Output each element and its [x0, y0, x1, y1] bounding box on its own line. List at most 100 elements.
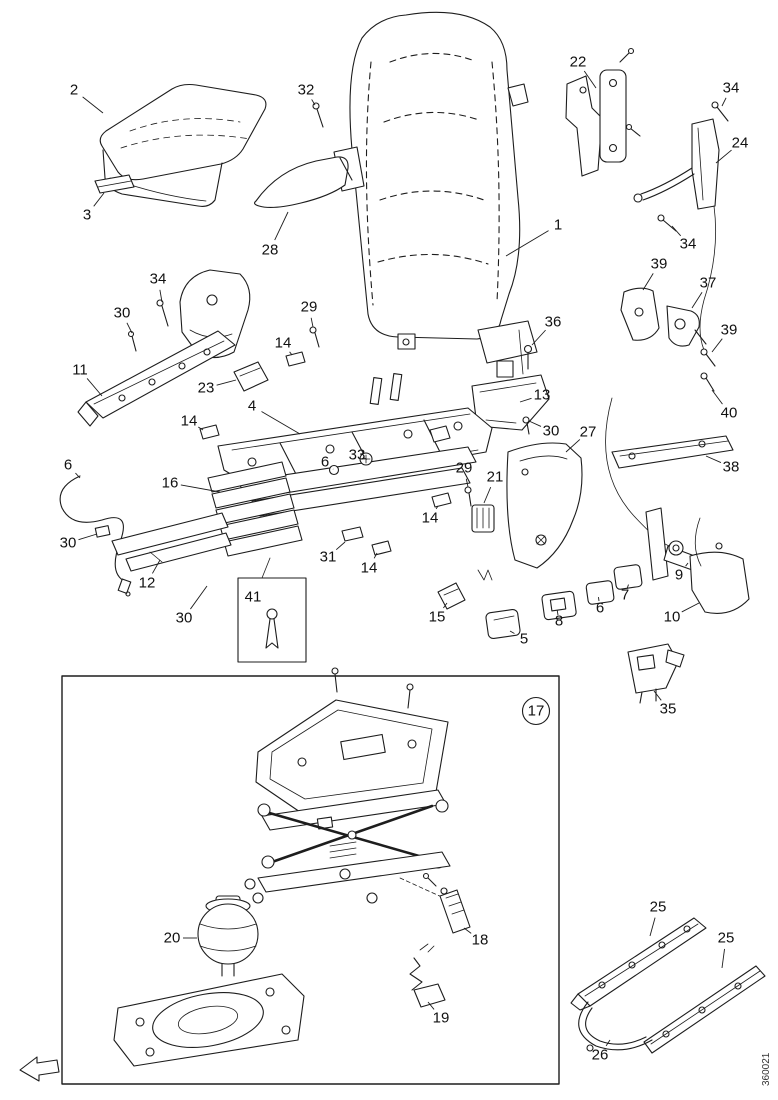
callout-label: 34: [680, 236, 697, 253]
callout-leader-line: [126, 322, 133, 334]
callout-leader-line: [519, 397, 532, 403]
small-plates-part: [341, 486, 495, 556]
callout-label: 27: [580, 424, 597, 441]
callout-label: 6: [596, 600, 604, 617]
callout-leader-line: [82, 96, 104, 114]
callout-label: 20: [164, 930, 181, 947]
callout-leader-line: [671, 225, 682, 237]
callout-leader-line: [310, 317, 314, 328]
callout-leader-line: [642, 273, 654, 291]
callout-leader-line: [216, 379, 237, 386]
callout-label: 28: [262, 242, 279, 259]
callout-leader-line: [86, 378, 103, 397]
callout-leader-line: [681, 602, 700, 613]
callout-leader-line: [427, 1001, 435, 1010]
scissor-linkage: [244, 789, 451, 904]
callout-leader-line: [152, 559, 161, 574]
recliner-lever-part: [620, 287, 707, 347]
callout-label: 12: [139, 575, 156, 592]
callout-label: 35: [660, 701, 677, 718]
flat-bracket-part: [611, 435, 734, 469]
callout-label: 24: [732, 135, 749, 152]
callout-label: 4: [248, 398, 256, 415]
callout-leader-line: [93, 192, 105, 207]
callout-leader-line: [565, 439, 581, 453]
callout-leader-line: [705, 455, 722, 463]
callout-label: 9: [675, 567, 683, 584]
callout-label: 11: [72, 362, 88, 379]
callout-label: 22: [570, 54, 587, 71]
control-knobs-part: [437, 564, 643, 640]
callout-leader-line: [261, 411, 301, 435]
callout-leader-line: [373, 552, 378, 559]
callout-leader-line: [531, 329, 546, 346]
suspension-upper-frame: [255, 667, 449, 813]
bowden-cable-part: [59, 475, 132, 597]
switch-part: [627, 643, 685, 704]
callout-label: 16: [162, 475, 179, 492]
callout-label: 1: [554, 217, 562, 234]
belt-bracket-part: [633, 101, 729, 392]
air-spring-part: [197, 895, 259, 977]
recline-straps-part: [565, 47, 641, 177]
seat-frame-part: [217, 373, 493, 517]
callout-leader-line: [685, 562, 689, 567]
callout-label: 30: [114, 305, 131, 322]
callout-leader-line: [435, 505, 439, 510]
callout-leader-line: [626, 584, 629, 590]
callout-leader-line: [583, 70, 597, 89]
shock-absorber-part: [422, 872, 471, 934]
callout-leader-line: [465, 478, 469, 488]
callout-leader-line: [159, 289, 163, 303]
callout-label: 25: [718, 930, 735, 947]
trim-strips-part: [111, 512, 232, 572]
callout-label: 30: [543, 423, 560, 440]
seat-cushion-part: [99, 83, 267, 207]
callout-leader-line: [289, 351, 293, 356]
callout-label: 7: [621, 587, 629, 604]
callout-leader-line: [721, 97, 727, 107]
callout-leader-line: [649, 917, 656, 937]
callout-label: 36: [545, 314, 562, 331]
spring-bracket-part: [409, 943, 446, 1008]
callout-label: 29: [301, 299, 318, 316]
callout-label: 30: [60, 535, 77, 552]
callout-leader-line: [711, 338, 723, 353]
callout-label: 32: [298, 82, 315, 99]
callout-label: 19: [433, 1010, 450, 1027]
callout-leader-line: [556, 610, 559, 616]
callout-leader-line: [75, 472, 81, 479]
callout-label: 39: [721, 322, 738, 339]
callout-leader-line: [190, 585, 208, 610]
backrest-part: [349, 11, 538, 378]
inset-frame-box: [61, 675, 560, 1085]
callout-label: 15: [429, 609, 446, 626]
base-plate-part: [113, 973, 305, 1067]
callout-label: 31: [320, 549, 337, 566]
callout-label: 38: [723, 459, 740, 476]
callout-leader-line: [198, 426, 204, 431]
callout-leader-line: [721, 948, 725, 969]
callout-label: 2: [70, 82, 78, 99]
callout-leader-line: [311, 99, 316, 106]
callout-label: 33: [349, 447, 366, 464]
callout-label: 14: [361, 560, 378, 577]
callout-leader-line: [528, 420, 542, 427]
armrest-part: [254, 102, 365, 209]
callout-leader-line: [509, 630, 515, 634]
callout-label: 14: [275, 335, 292, 352]
callout-label: 23: [198, 380, 215, 397]
callout-leader-line: [463, 927, 472, 934]
drawing-code: 360021: [761, 1052, 772, 1086]
callout-label: 25: [650, 899, 667, 916]
cushion-pad-part: [94, 174, 135, 194]
callout-label: 21: [487, 469, 504, 486]
callout-leader-line: [180, 484, 221, 493]
side-panel-part: [506, 442, 583, 569]
callout-label: 6: [321, 454, 329, 471]
callout-label: 3: [83, 207, 91, 224]
callout-leader-line: [711, 389, 723, 405]
